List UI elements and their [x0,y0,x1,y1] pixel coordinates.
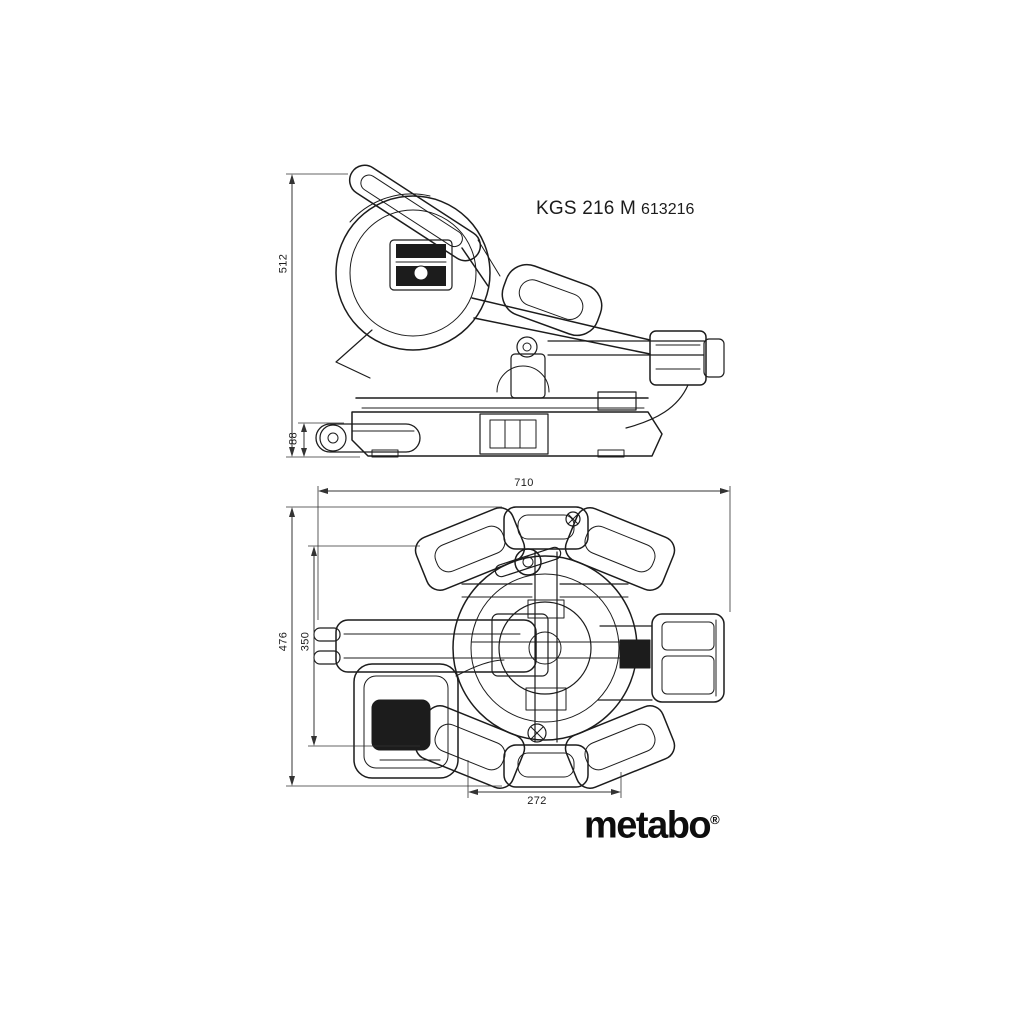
dimension-476-line [286,506,502,787]
dimension-350-label: 350 [299,631,312,652]
dimension-512-line [286,173,360,458]
dimension-88-line [298,422,344,457]
article-number: 613216 [641,201,695,218]
handle-side [348,164,482,262]
dimension-710-label: 710 [514,477,534,489]
metabo-wordmark: metabo [584,804,712,847]
lock-knob [514,548,542,576]
side-view-drawing [315,164,725,458]
dimension-476-label: 476 [277,631,290,652]
dimension-512-label: 512 [277,253,290,274]
dimension-710-line [317,486,731,620]
blade-guard [335,195,491,351]
slide-carriage [649,330,707,386]
registered-trademark-icon: ® [710,812,720,827]
dimension-272-label: 272 [527,795,547,807]
dimension-350-line [308,545,420,747]
motor-block [389,239,453,291]
dimension-lines [286,173,731,798]
metabo-logo: metabo® [584,800,720,846]
dimension-88-label: 88 [287,431,300,446]
slide-rails [335,619,537,673]
motor-housing-top [353,663,459,779]
dimension-272-line [467,760,622,798]
top-view-drawing [313,506,725,789]
model-title: KGS 216 M [536,198,637,219]
rear-block [651,613,725,703]
base-profile [351,411,663,457]
carry-handle [501,263,603,337]
